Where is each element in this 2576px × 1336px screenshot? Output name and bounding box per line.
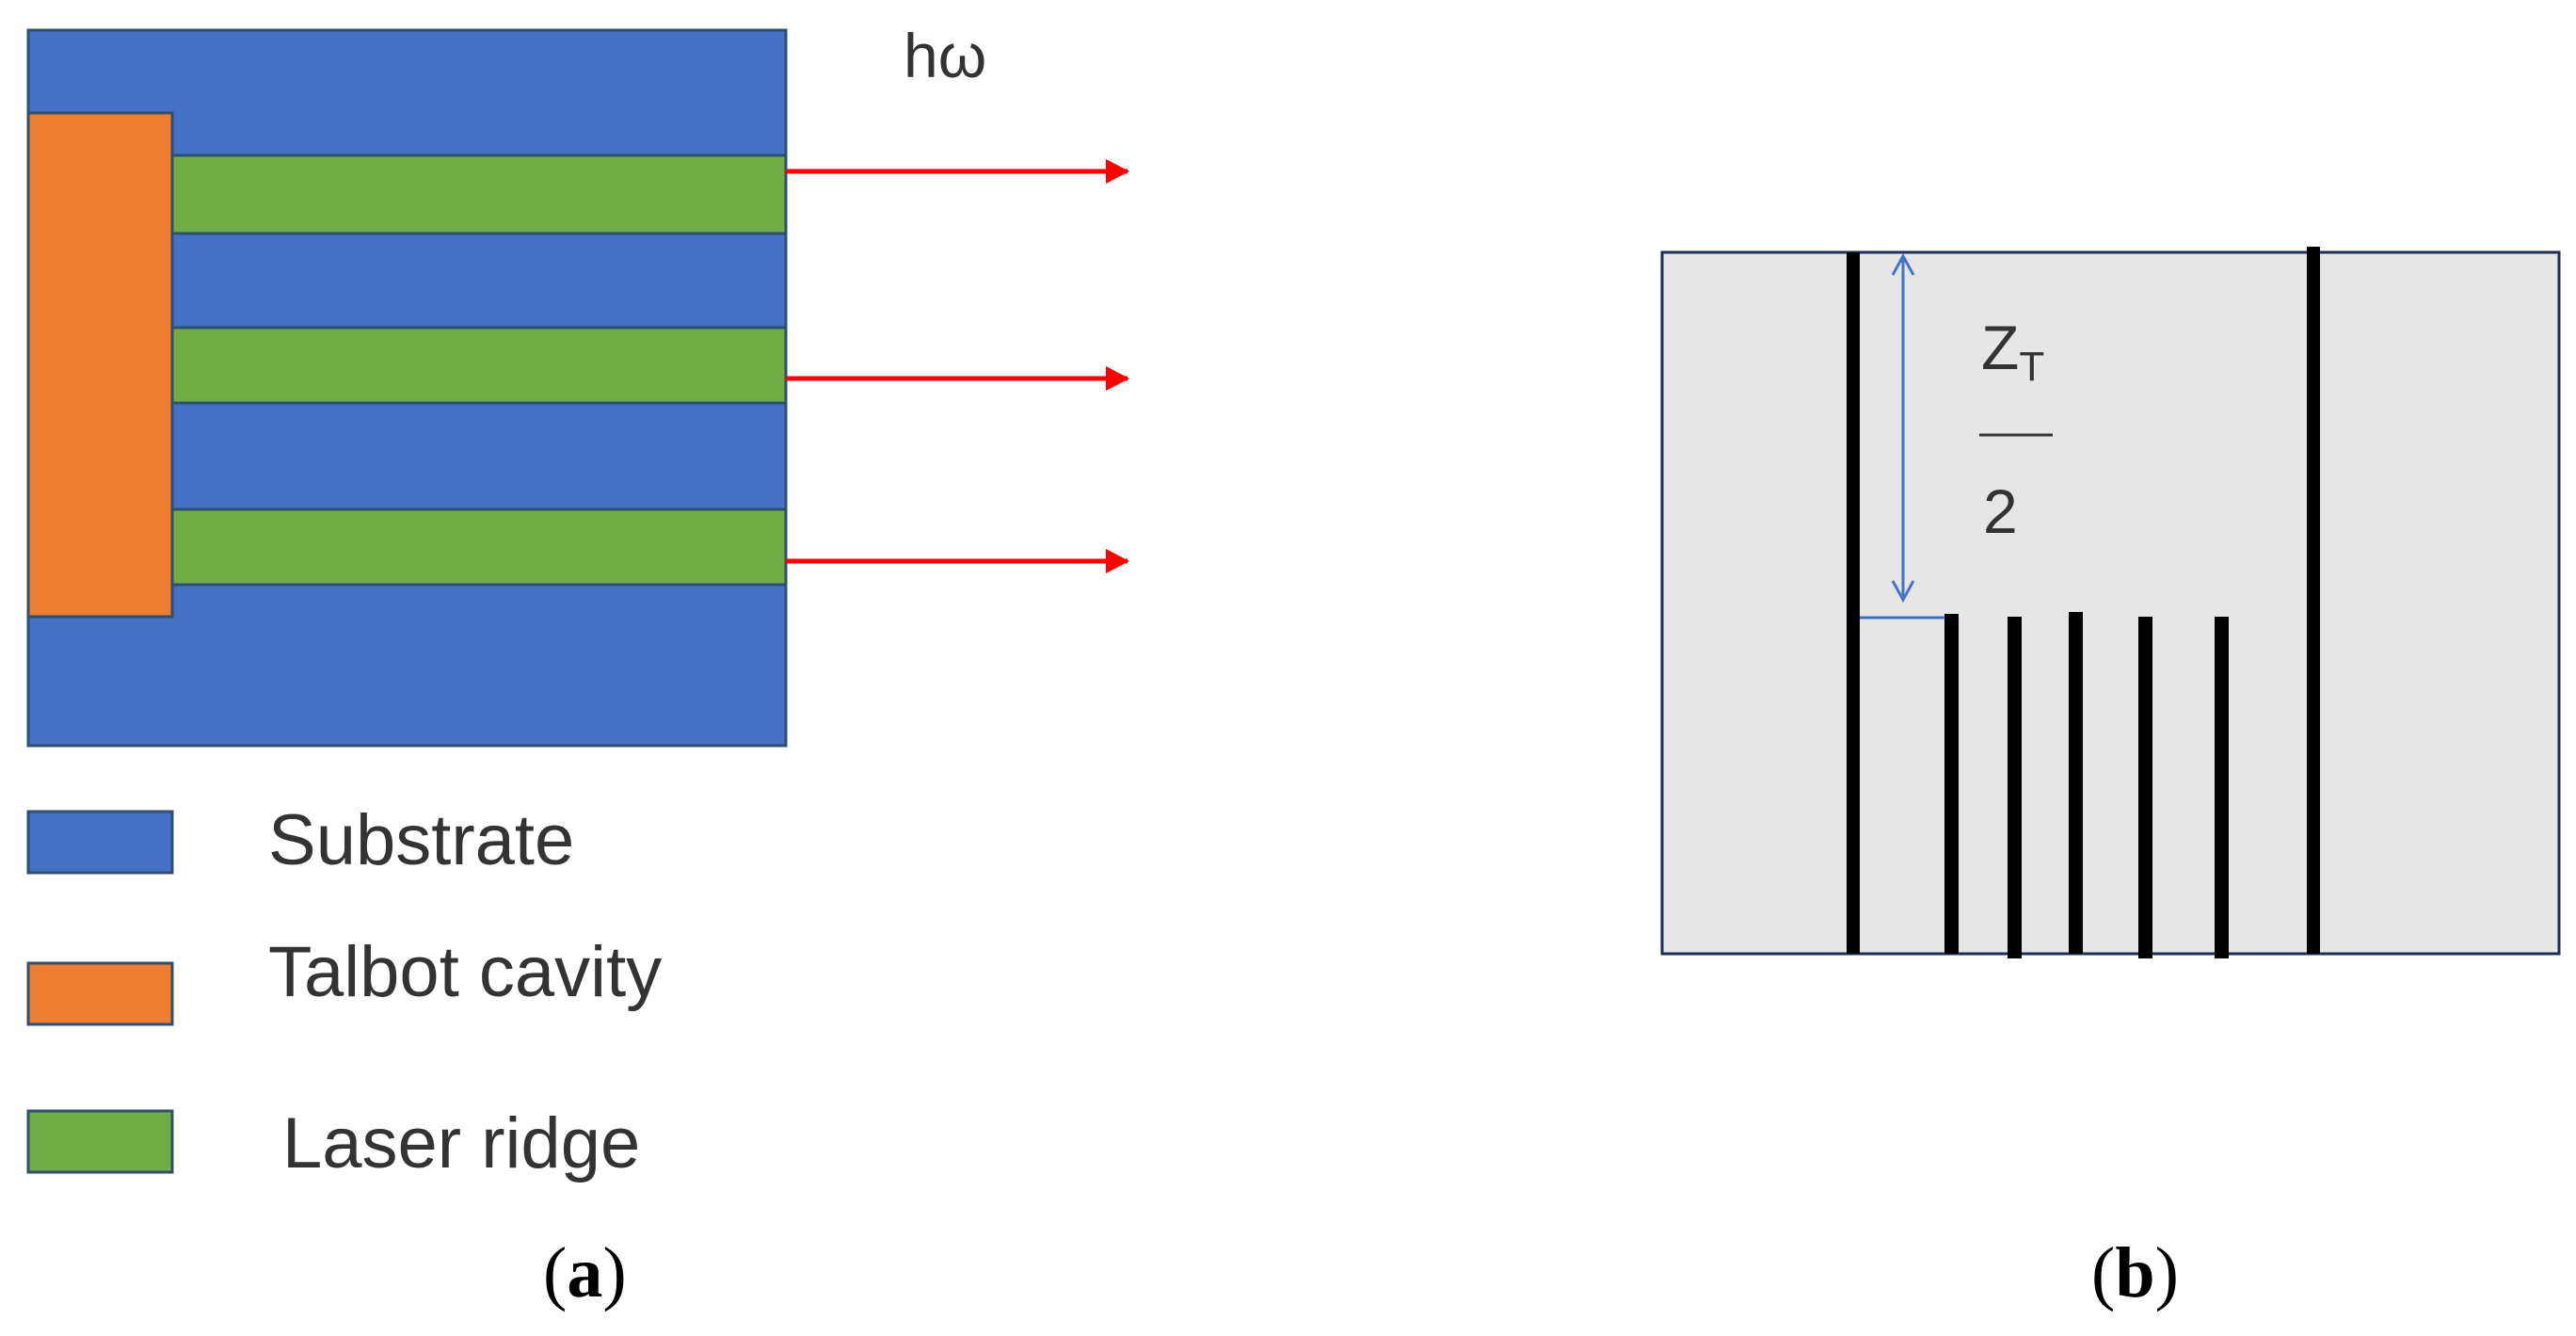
legend-label-talbot-cavity: Talbot cavity <box>268 932 662 1012</box>
panel-b: ZT 2 (b) <box>1660 247 2561 1312</box>
caption-b-open: ( <box>2091 1233 2115 1312</box>
grating-bar-5 <box>2215 617 2229 958</box>
legend-label-substrate: Substrate <box>268 800 574 880</box>
fraction-numerator-subscript: T <box>2019 344 2044 390</box>
grating-bar-2 <box>2008 617 2022 958</box>
panel-b-frame <box>1660 250 2561 956</box>
right-wall <box>2307 247 2320 954</box>
legend-swatch-substrate <box>26 810 174 875</box>
caption-b: (b) <box>2091 1233 2179 1312</box>
legend-label-laser-ridge: Laser ridge <box>282 1103 640 1183</box>
caption-b-close: ) <box>2155 1233 2179 1312</box>
panel-a: hω Substrate Talbot cavity Laser ridge (… <box>26 21 1129 1312</box>
emission-arrowhead-2 <box>1106 366 1129 391</box>
fraction-numerator-symbol: Z <box>1981 313 2019 382</box>
fraction-numerator: ZT <box>1981 313 2044 390</box>
laser-ridge-1 <box>170 153 788 235</box>
caption-a-open: ( <box>543 1233 567 1312</box>
laser-ridge-3 <box>170 507 788 587</box>
legend-swatch-laser-ridge <box>26 1109 174 1174</box>
legend: Substrate Talbot cavity Laser ridge <box>26 800 662 1183</box>
caption-a-letter: a <box>567 1233 602 1312</box>
photon-energy-label: hω <box>904 21 986 90</box>
grating-bar-4 <box>2138 617 2152 958</box>
legend-swatch-talbot-cavity <box>26 961 174 1026</box>
laser-ridge-2 <box>170 326 788 405</box>
left-wall <box>1847 252 1860 954</box>
caption-a-close: ) <box>602 1233 626 1312</box>
grating-bar-3 <box>2069 612 2083 954</box>
emission-arrowhead-3 <box>1106 549 1129 573</box>
fraction-denominator: 2 <box>1983 476 2018 546</box>
emission-arrowhead-1 <box>1106 159 1129 184</box>
caption-a: (a) <box>543 1233 627 1312</box>
talbot-cavity-block <box>26 111 174 619</box>
talbot-distance-marker <box>1860 252 1944 620</box>
grating-bar-1 <box>1944 614 1959 954</box>
caption-b-letter: b <box>2115 1233 2154 1312</box>
